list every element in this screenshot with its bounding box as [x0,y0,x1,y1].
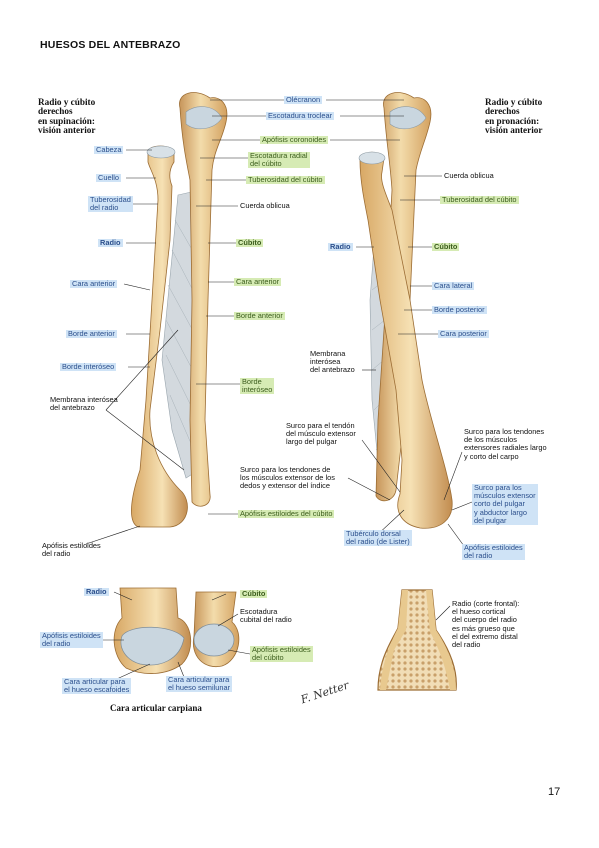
title-supination: Radio y cúbito derechos en supinación: v… [38,97,96,136]
label-lateral-surface: Cara lateral [432,281,475,291]
label-oblique-cord-left: Cuerda oblicua [240,201,290,210]
label-interosseous-border-ulna: Borde interóseo [240,377,275,395]
label-radial-styloid-right: Apófisis estiloides del radio [462,543,525,561]
label-radius-right: Radio [328,242,353,252]
page-number: 17 [548,786,561,798]
label-radius-frontal-section: Radio (corte frontal): el hueso cortical… [452,599,520,650]
label-radius-bottom: Radio [84,587,109,597]
label-interosseous-border-radius: Borde interóseo [60,362,117,372]
label-ulnar-styloid: Apófisis estiloides del cúbito [238,509,335,519]
label-olecranon: Olécranon [284,95,323,105]
label-groove-extensor-carpi-radialis: Surco para los tendones de los músculos … [464,427,547,461]
label-radial-styloid-left: Apófisis estiloides del radio [42,541,101,559]
label-anterior-surface-radius: Cara anterior [70,279,118,289]
label-anterior-border-radius: Borde anterior [66,329,117,339]
label-ulnar-tuberosity-right: Tuberosidad del cúbito [440,195,519,205]
label-groove-extensor-digitorum: Surco para los tendones de los músculos … [240,465,335,491]
label-radial-neck: Cuello [96,173,121,183]
label-oblique-cord-right: Cuerda oblicua [444,171,494,180]
label-ulnar-notch: Escotadura cubital del radio [240,607,292,625]
label-anterior-border-ulna: Borde anterior [234,311,285,321]
label-ulna-bottom: Cúbito [240,589,268,599]
label-coronoid-process: Apófisis coronoides [260,135,329,145]
trochlear-notch-left [185,106,223,130]
page-heading: HUESOS DEL ANTEBRAZO [40,39,181,51]
label-radial-styloid-bottom: Apófisis estiloides del radio [40,631,103,649]
label-anterior-surface-ulna: Cara anterior [234,277,282,287]
ulnar-head-bottom [193,623,235,657]
label-radial-notch: Escotadura radial del cúbito [248,151,310,169]
cortical-bone [380,590,408,690]
ulna-left [179,92,228,507]
label-ulnar-styloid-bottom: Apófisis estiloides del cúbito [250,645,313,663]
label-scaphoid-surface: Cara articular para el hueso escafoides [62,677,132,695]
radius-frontal-section [377,589,457,691]
label-posterior-surface: Cara posterior [438,329,489,339]
label-interosseous-membrane-right: Membrana interósea del antebrazo [310,349,355,375]
label-posterior-border: Borde posterior [432,305,487,315]
label-lister-tubercle: Tubérculo dorsal del radio (de Lister) [344,529,412,547]
radius-right [359,151,453,529]
label-groove-extensor-pollicis-longus: Surco para el tendón del músculo extenso… [286,421,356,447]
title-pronation: Radio y cúbito derechos en pronación: vi… [485,97,543,136]
label-radial-tuberosity: Tuberosidad del radio [88,195,133,213]
radial-head-right [358,151,386,165]
label-ulnar-tuberosity-left: Tuberosidad del cúbito [246,175,325,185]
radius-left [131,145,188,528]
label-radial-head: Cabeza [94,145,124,155]
label-interosseous-membrane-left: Membrana interósea del antebrazo [50,395,118,413]
label-trochlear-notch: Escotadura troclear [266,111,335,121]
carpal-surface-radius [120,626,185,666]
label-groove-abductor-pollicis: Surco para los músculos extensor corto d… [472,483,538,526]
trochlear-notch-right [389,106,427,130]
label-radius-left: Radio [98,238,123,248]
cortical-bone-right [426,590,456,690]
label-ulna-left: Cúbito [236,238,264,248]
caption-carpal-surface: Cara articular carpiana [110,703,202,713]
label-ulna-right: Cúbito [432,242,460,252]
leader-lines [84,99,473,683]
label-lunate-surface: Cara articular para el hueso semilunar [166,675,233,693]
radial-head-left [146,145,176,159]
